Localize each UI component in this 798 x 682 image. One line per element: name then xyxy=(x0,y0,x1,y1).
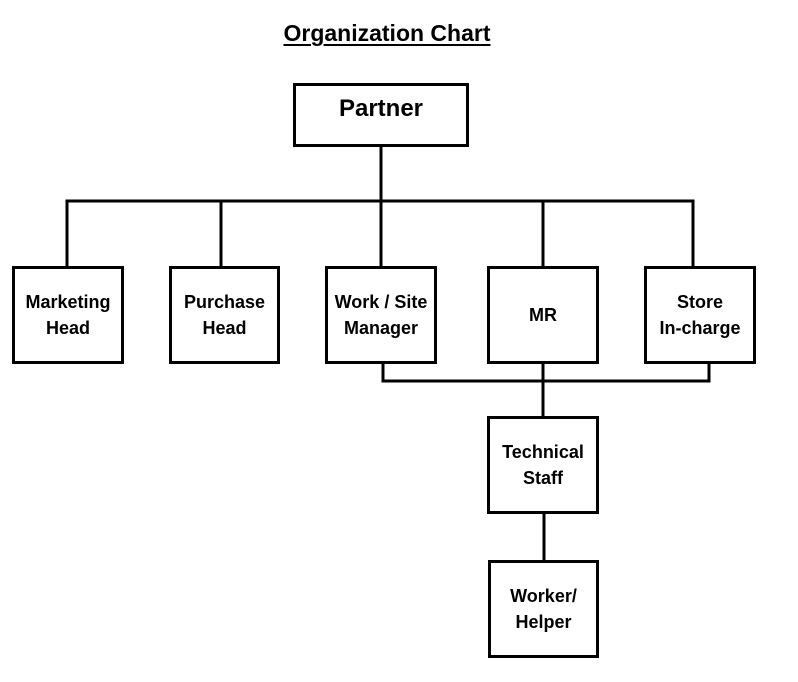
node-worker-helper-line2: Helper xyxy=(515,612,572,632)
node-purchase-head-line2: Head xyxy=(202,318,247,338)
node-marketing-head-line2: Head xyxy=(45,318,90,338)
node-work-site-manager-line2: Manager xyxy=(343,318,418,338)
chart-title: Organization Chart xyxy=(283,20,491,46)
node-work-site-manager: Work / Site Manager xyxy=(325,266,437,364)
node-worker-helper-line1: Worker/ xyxy=(510,586,577,606)
node-technical-staff-line2: Staff xyxy=(522,468,563,488)
node-store-incharge-line1: Store xyxy=(676,292,723,312)
node-worker-helper: Worker/ Helper xyxy=(488,560,599,658)
node-marketing-head: Marketing Head xyxy=(12,266,124,364)
node-mr: MR xyxy=(487,266,599,364)
node-technical-staff-line1: Technical xyxy=(502,442,584,462)
node-store-incharge: Store In-charge xyxy=(644,266,756,364)
node-technical-staff: Technical Staff xyxy=(487,416,599,514)
node-purchase-head: Purchase Head xyxy=(169,266,280,364)
node-partner-label: Partner xyxy=(338,95,424,122)
node-store-incharge-line2: In-charge xyxy=(659,318,741,338)
node-mr-label: MR xyxy=(529,305,557,325)
node-work-site-manager-line1: Work / Site xyxy=(334,292,428,312)
node-partner: Partner xyxy=(293,83,469,147)
node-purchase-head-line1: Purchase xyxy=(183,292,266,312)
node-marketing-head-line1: Marketing xyxy=(25,292,111,312)
